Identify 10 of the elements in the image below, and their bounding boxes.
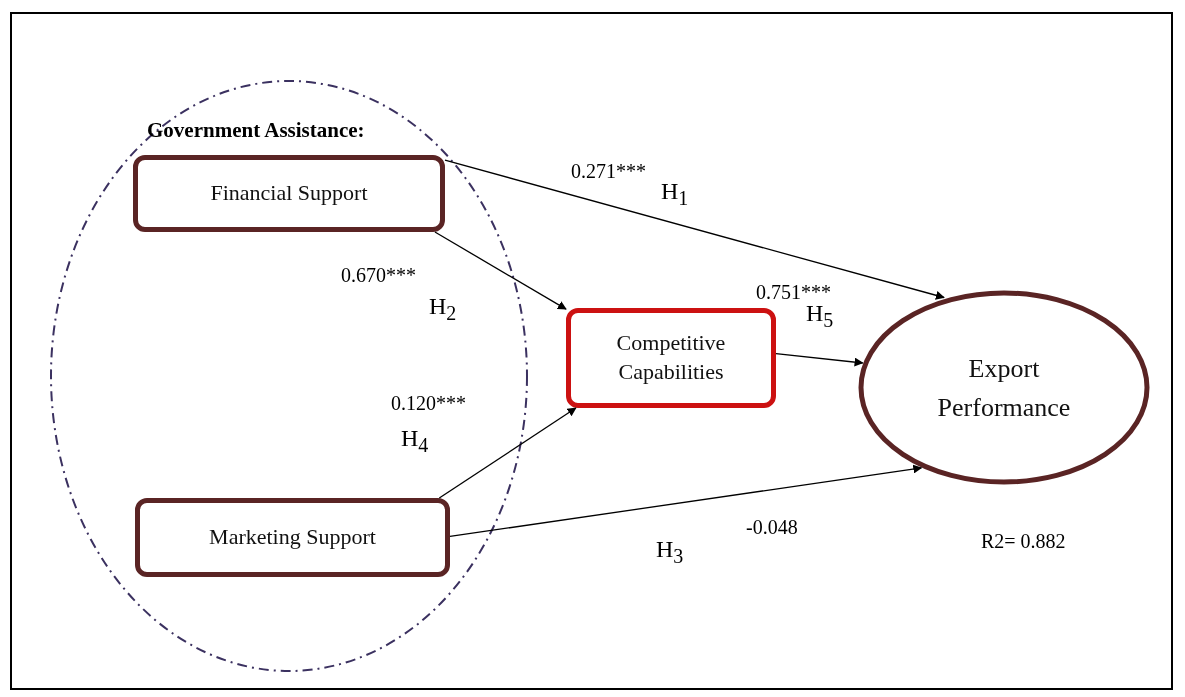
rounded-box: Competitive Capabilities [566, 308, 776, 408]
arrow [444, 159, 945, 300]
arrow [449, 464, 923, 538]
rounded-box: Financial Support [133, 155, 445, 232]
node-label: Export Performance [936, 352, 1072, 424]
arrow [775, 352, 864, 367]
rounded-box: Marketing Support [135, 498, 450, 577]
group-heading: Government Assistance: [147, 118, 365, 143]
arrow [438, 407, 577, 499]
arrow [434, 231, 567, 310]
